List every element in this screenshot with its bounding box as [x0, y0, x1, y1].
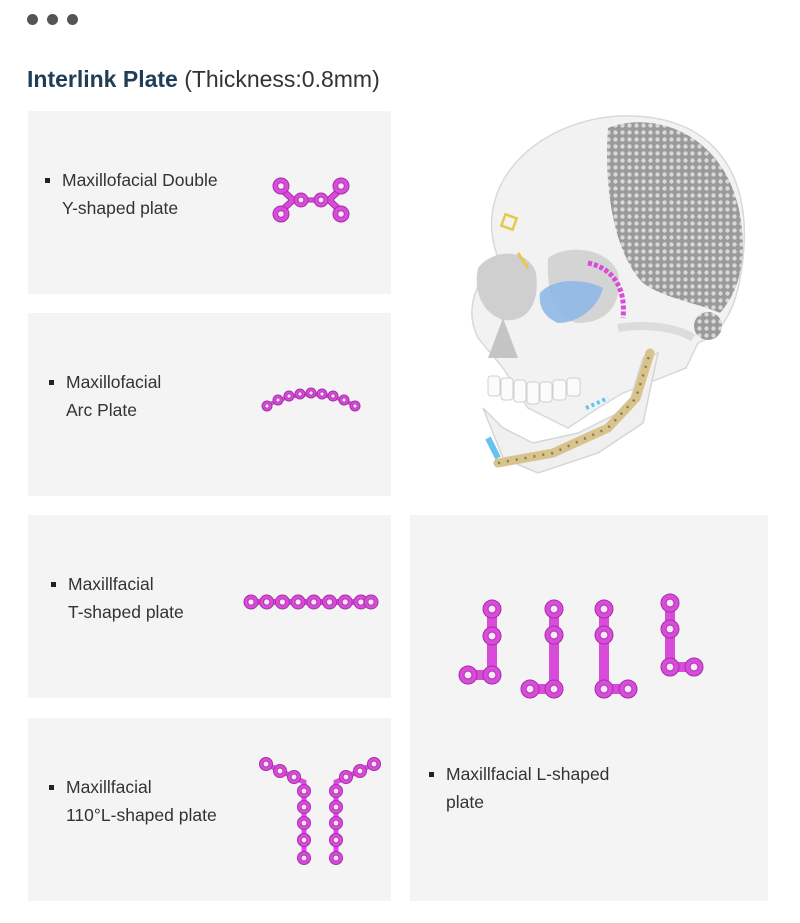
label-line: Maxillfacial — [68, 574, 154, 594]
product-label: Maxillofacial Double Y-shaped plate — [45, 166, 218, 222]
label-line: Maxillfacial L-shaped — [446, 764, 610, 784]
product-label: Maxillfacial L-shaped plate — [429, 760, 610, 816]
bullet-icon — [49, 785, 54, 790]
label-line: Maxillofacial — [66, 372, 162, 392]
l-110-plate-icon — [259, 757, 381, 865]
bullet-icon — [45, 178, 50, 183]
skull-illustration — [471, 115, 745, 474]
label-line: Y-shaped plate — [62, 198, 179, 218]
product-panel-double-y: Maxillofacial Double Y-shaped plate — [28, 111, 391, 294]
double-y-plate-icon — [272, 177, 350, 223]
title-sub: (Thickness:0.8mm) — [184, 66, 380, 92]
label-line: Maxillfacial — [66, 777, 152, 797]
mesh-implant — [607, 122, 743, 314]
bullet-icon — [429, 772, 434, 777]
label-line: plate — [446, 792, 484, 812]
page-title: Interlink Plate (Thickness:0.8mm) — [27, 66, 380, 93]
product-label: Maxillofacial Arc Plate — [49, 368, 162, 424]
bullet-icon — [49, 380, 54, 385]
product-panel-arc: Maxillofacial Arc Plate — [28, 313, 391, 496]
product-panel-l-110: Maxillfacial 110°L-shaped plate — [28, 718, 391, 901]
product-label: Maxillfacial 110°L-shaped plate — [49, 773, 217, 829]
label-line: Maxillofacial Double — [62, 170, 218, 190]
product-label: Maxillfacial T-shaped plate — [51, 570, 184, 626]
arc-plate-icon — [261, 387, 361, 412]
window-controls — [27, 14, 78, 25]
product-panel-l-shaped: Maxillfacial L-shaped plate — [410, 515, 768, 901]
title-main: Interlink Plate — [27, 66, 178, 92]
t-shaped-plate-icon — [243, 594, 379, 610]
product-panel-t-shaped: Maxillfacial T-shaped plate — [28, 515, 391, 698]
window-dot-icon[interactable] — [47, 14, 58, 25]
l-shaped-plates-icon — [458, 593, 704, 699]
label-line: Arc Plate — [66, 400, 137, 420]
label-line: 110°L-shaped plate — [66, 805, 217, 825]
bullet-icon — [51, 582, 56, 587]
window-dot-icon[interactable] — [67, 14, 78, 25]
window-dot-icon[interactable] — [27, 14, 38, 25]
label-line: T-shaped plate — [68, 602, 184, 622]
